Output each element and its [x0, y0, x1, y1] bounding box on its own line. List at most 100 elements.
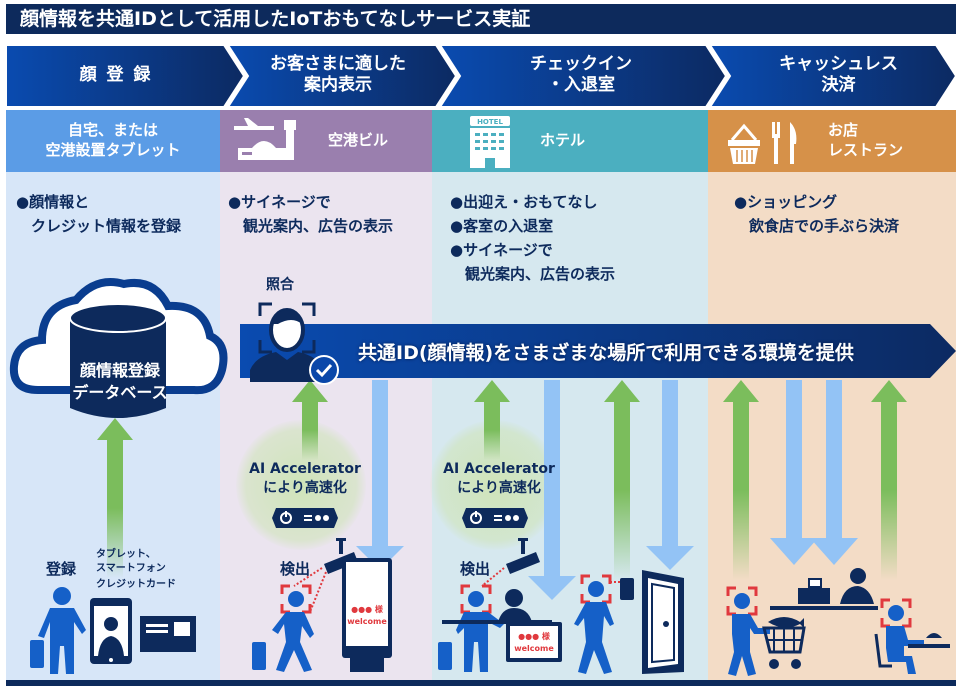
- tablet-guest-name: ●●● 様: [518, 631, 551, 641]
- door-reader-icon: [620, 578, 634, 600]
- header-line1: 自宅、または: [67, 121, 158, 139]
- signage-guest-name: ●●● 様: [351, 604, 384, 614]
- bullet-item: ●サイネージで: [450, 241, 553, 259]
- accelerator-glow: [236, 420, 366, 550]
- bullet-item: 観光案内、広告の表示: [228, 217, 394, 235]
- column-header-text: 自宅、または 空港設置タブレット: [6, 120, 220, 160]
- bullet-item: 観光案内、広告の表示: [450, 265, 616, 283]
- signage-welcome-text: welcome: [347, 617, 387, 626]
- checkout-counter-icon: [770, 568, 878, 610]
- credit-card-icon: [140, 616, 196, 652]
- ai-accelerator-device-icon: [272, 508, 338, 528]
- bullet-list: ●サイネージで 観光案内、広告の表示: [228, 190, 393, 238]
- step-chevron-4: [708, 44, 958, 108]
- bullet-item: ●ショッピング: [734, 193, 838, 211]
- step-2-label: お客さまに適した 案内表示: [238, 54, 438, 96]
- bullet-item: クレジット情報を登録: [16, 217, 182, 235]
- step-1-label: 顔 登 録: [79, 65, 153, 85]
- diner-person-icon: [874, 605, 950, 674]
- traveler-person-icon: [30, 587, 86, 674]
- common-id-banner: 共通ID(顔情報)をさまざまな場所で利用できる環境を提供: [240, 320, 956, 382]
- accelerator-line2: により高速化: [457, 480, 541, 496]
- database-label: 顔情報登録 データベース: [60, 360, 180, 404]
- step-3-line2: ・入退室: [547, 75, 615, 95]
- door-icon: [642, 570, 684, 674]
- up-arrow: [871, 380, 907, 580]
- basket-fork-knife-icon: [728, 122, 797, 164]
- step-chevron-3: [438, 44, 728, 108]
- step-2-line1: お客さまに適した: [270, 54, 406, 74]
- header-line2: レストラン: [828, 141, 904, 159]
- cloud-database-icon: [9, 278, 228, 418]
- accelerator-line2: により高速化: [263, 480, 347, 496]
- step-2-line2: 案内表示: [304, 75, 372, 95]
- accelerator-line1: AI Accelerator: [443, 461, 555, 477]
- step-4-line1: キャッシュレス: [779, 54, 898, 74]
- ai-accelerator-device-icon: [462, 508, 528, 528]
- database-line1: 顔情報登録: [79, 361, 160, 380]
- database-line2: データベース: [72, 383, 168, 402]
- column-header-airport: 空港ビル: [220, 110, 432, 172]
- rice-bowl-icon: [926, 633, 942, 638]
- column-header-hotel: HOTEL ホテル: [432, 110, 708, 172]
- step-3-label: チェックイン ・入退室: [456, 54, 706, 96]
- up-arrow: [292, 380, 328, 460]
- tablet-welcome-text: welcome: [514, 644, 554, 653]
- page-title: 顔情報を共通IDとして活用したIoTおもてなしサービス実証: [6, 4, 956, 34]
- step-4-line2: 決済: [821, 75, 856, 95]
- header-line2: 空港設置タブレット: [45, 141, 181, 159]
- registration-label: 登録: [46, 560, 77, 578]
- hotel-checkin-scene: ●●● 様 welcome: [438, 538, 684, 674]
- detection-label: 検出: [460, 560, 491, 578]
- column-header-text: お店 レストラン: [828, 120, 903, 160]
- process-steps: 顔 登 録 お客さまに適した 案内表示 チェックイン ・入退室 キャッシュレス …: [5, 44, 958, 108]
- detection-label: 検出: [280, 560, 311, 578]
- up-arrow: [97, 418, 133, 578]
- detection-frame-icon: [880, 598, 912, 628]
- tablet-icon: [90, 598, 132, 664]
- device-label: タブレット、 スマートフォン: [96, 548, 166, 576]
- up-arrow: [723, 380, 759, 580]
- accelerator-label-airport: AI Accelerator により高速化: [240, 460, 370, 498]
- fish-icon: [768, 617, 804, 628]
- reception-tablet-icon: ●●● 様 welcome: [506, 622, 562, 662]
- camera-icon: [324, 538, 358, 574]
- down-arrow: [528, 380, 576, 600]
- bullet-item: ●出迎え・おもてなし: [450, 193, 598, 211]
- face-matching-icon: [250, 302, 339, 385]
- step-chevron-1: [5, 44, 246, 108]
- device-line1: タブレット、: [96, 549, 156, 560]
- matching-label: 照合: [266, 277, 294, 293]
- up-arrow: [604, 380, 640, 580]
- guest-person-icon: [438, 591, 504, 672]
- banner-arrow-shape: [240, 324, 956, 378]
- bullet-list: ●出迎え・おもてなし ●客室の入退室 ●サイネージで 観光案内、広告の表示: [450, 190, 615, 286]
- column-header-shop: お店 レストラン: [708, 110, 956, 172]
- walking-guest-icon: [574, 581, 614, 674]
- bullet-list: ●顔情報と クレジット情報を登録: [16, 190, 181, 238]
- down-arrow: [810, 380, 858, 565]
- step-3-line1: チェックイン: [530, 54, 632, 74]
- airport-signage-scene: ●●● 様 welcome: [252, 538, 392, 672]
- receptionist-icon: [442, 589, 552, 624]
- bullet-item: 飲食店での手ぶら決済: [734, 217, 900, 235]
- column-header-text: ホテル: [540, 131, 586, 149]
- down-arrow: [770, 380, 818, 565]
- step-chevrons: [5, 44, 958, 108]
- accelerator-label-hotel: AI Accelerator により高速化: [434, 460, 564, 498]
- down-arrow: [646, 380, 694, 570]
- hotel-sign-text: HOTEL: [477, 118, 503, 126]
- registration-scene: [30, 587, 196, 674]
- step-4-label: キャッシュレス 決済: [721, 54, 956, 96]
- bullet-list: ●ショッピング 飲食店での手ぶら決済: [734, 190, 899, 238]
- accelerator-line1: AI Accelerator: [249, 461, 361, 477]
- shop-restaurant-scene: [726, 568, 950, 676]
- step-chevron-2: [226, 44, 458, 108]
- shopper-person-icon: [728, 593, 770, 676]
- bullet-item: ●顔情報と: [16, 193, 90, 211]
- airport-icon: [234, 118, 296, 160]
- bullet-item: ●客室の入退室: [450, 217, 554, 235]
- column-header-text: 空港ビル: [328, 131, 389, 149]
- digital-signage-icon: ●●● 様 welcome: [342, 558, 392, 672]
- device-line2: スマートフォン: [96, 563, 166, 574]
